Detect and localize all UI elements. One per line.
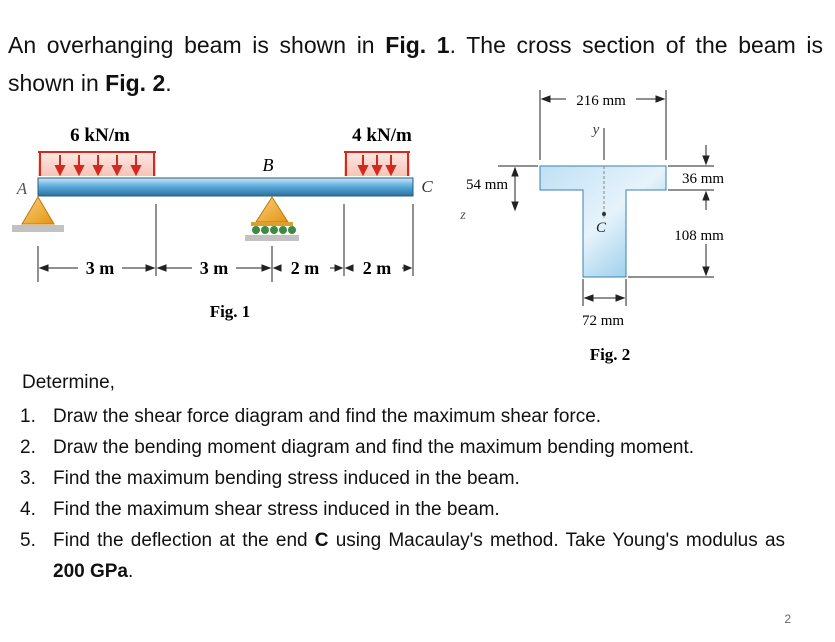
dim-72-label: 72 mm <box>582 313 624 329</box>
centroid-marker <box>602 212 606 216</box>
intro-text-3: . <box>165 70 172 96</box>
dim-width-label: 216 mm <box>576 93 626 109</box>
task-5-text-pre: Find the deflection at the end <box>53 530 315 551</box>
dim-width-line <box>539 90 667 160</box>
task-5-modulus: 200 GPa <box>53 561 128 582</box>
distributed-load-left <box>38 151 156 177</box>
task-item: 5. Find the deflection at the end C using… <box>20 525 785 587</box>
dim-54-line <box>498 165 538 212</box>
task-text: Find the maximum shear stress induced in… <box>53 499 500 520</box>
fig1-reference: Fig. 1 <box>385 32 450 58</box>
axis-z-label: z <box>459 208 466 223</box>
task-number: 5. <box>20 530 36 551</box>
load-right-label: 4 kN/m <box>352 125 412 146</box>
intro-text-1: An overhanging beam is shown in <box>8 32 386 58</box>
dim-right-lines <box>628 145 714 278</box>
axis-y-label: y <box>591 122 600 138</box>
task-number: 3. <box>20 468 36 489</box>
dimension-lines-fig1 <box>38 264 413 272</box>
fig2-caption: Fig. 2 <box>590 345 631 364</box>
dim-108-label: 108 mm <box>674 228 724 244</box>
page-number: 2 <box>784 612 791 626</box>
intro-paragraph: An overhanging beam is shown in Fig. 1. … <box>8 26 823 102</box>
task-5-point-c: C <box>314 530 329 551</box>
beam <box>37 177 414 197</box>
fig2-reference: Fig. 2 <box>105 70 166 96</box>
dim-54-label: 54 mm <box>466 177 508 193</box>
task-item: 1. Draw the shear force diagram and find … <box>20 401 785 432</box>
task-number: 1. <box>20 406 36 427</box>
intro-text-2: . The cross section of the beam is shown… <box>8 32 824 96</box>
figure-2-cross-section: 216 mm y 54 mm z C 36 mm 108 mm 72 mm Fi… <box>459 90 724 364</box>
pin-support-a <box>12 196 64 232</box>
dim-label-1: 3 m <box>86 258 115 278</box>
task-item: 3. Find the maximum bending stress induce… <box>20 463 785 494</box>
dim-72-line <box>582 279 627 306</box>
point-b-label: B <box>263 155 274 175</box>
task-item: 4. Find the maximum shear stress induced … <box>20 494 785 525</box>
figure-1-beam: 6 kN/m 4 kN/m A B C <box>12 125 433 321</box>
task-text: Draw the bending moment diagram and find… <box>53 437 695 458</box>
dim-label-4: 2 m <box>363 258 392 278</box>
point-a-label: A <box>16 179 28 198</box>
task-text: Find the maximum bending stress induced … <box>53 468 520 489</box>
determine-heading: Determine, <box>22 372 115 393</box>
dim-label-2: 3 m <box>200 258 229 278</box>
task-number: 4. <box>20 499 36 520</box>
task-5-text-mid: using Macaulay's method. Take Young's mo… <box>328 530 786 551</box>
task-number: 2. <box>20 437 36 458</box>
dim-label-3: 2 m <box>291 258 320 278</box>
point-c-label: C <box>421 177 433 196</box>
task-5-text-post: . <box>128 561 134 582</box>
task-text: Draw the shear force diagram and find th… <box>53 406 602 427</box>
load-left-label: 6 kN/m <box>70 125 130 146</box>
task-text: Find the deflection at the end C using M… <box>53 525 785 587</box>
task-list: 1. Draw the shear force diagram and find … <box>20 401 785 587</box>
fig1-caption: Fig. 1 <box>210 302 251 321</box>
roller-support-b <box>245 196 299 241</box>
centroid-label: C <box>596 220 607 236</box>
dim-36-label: 36 mm <box>682 171 724 187</box>
distributed-load-right <box>344 151 410 177</box>
task-item: 2. Draw the bending moment diagram and fi… <box>20 432 785 463</box>
